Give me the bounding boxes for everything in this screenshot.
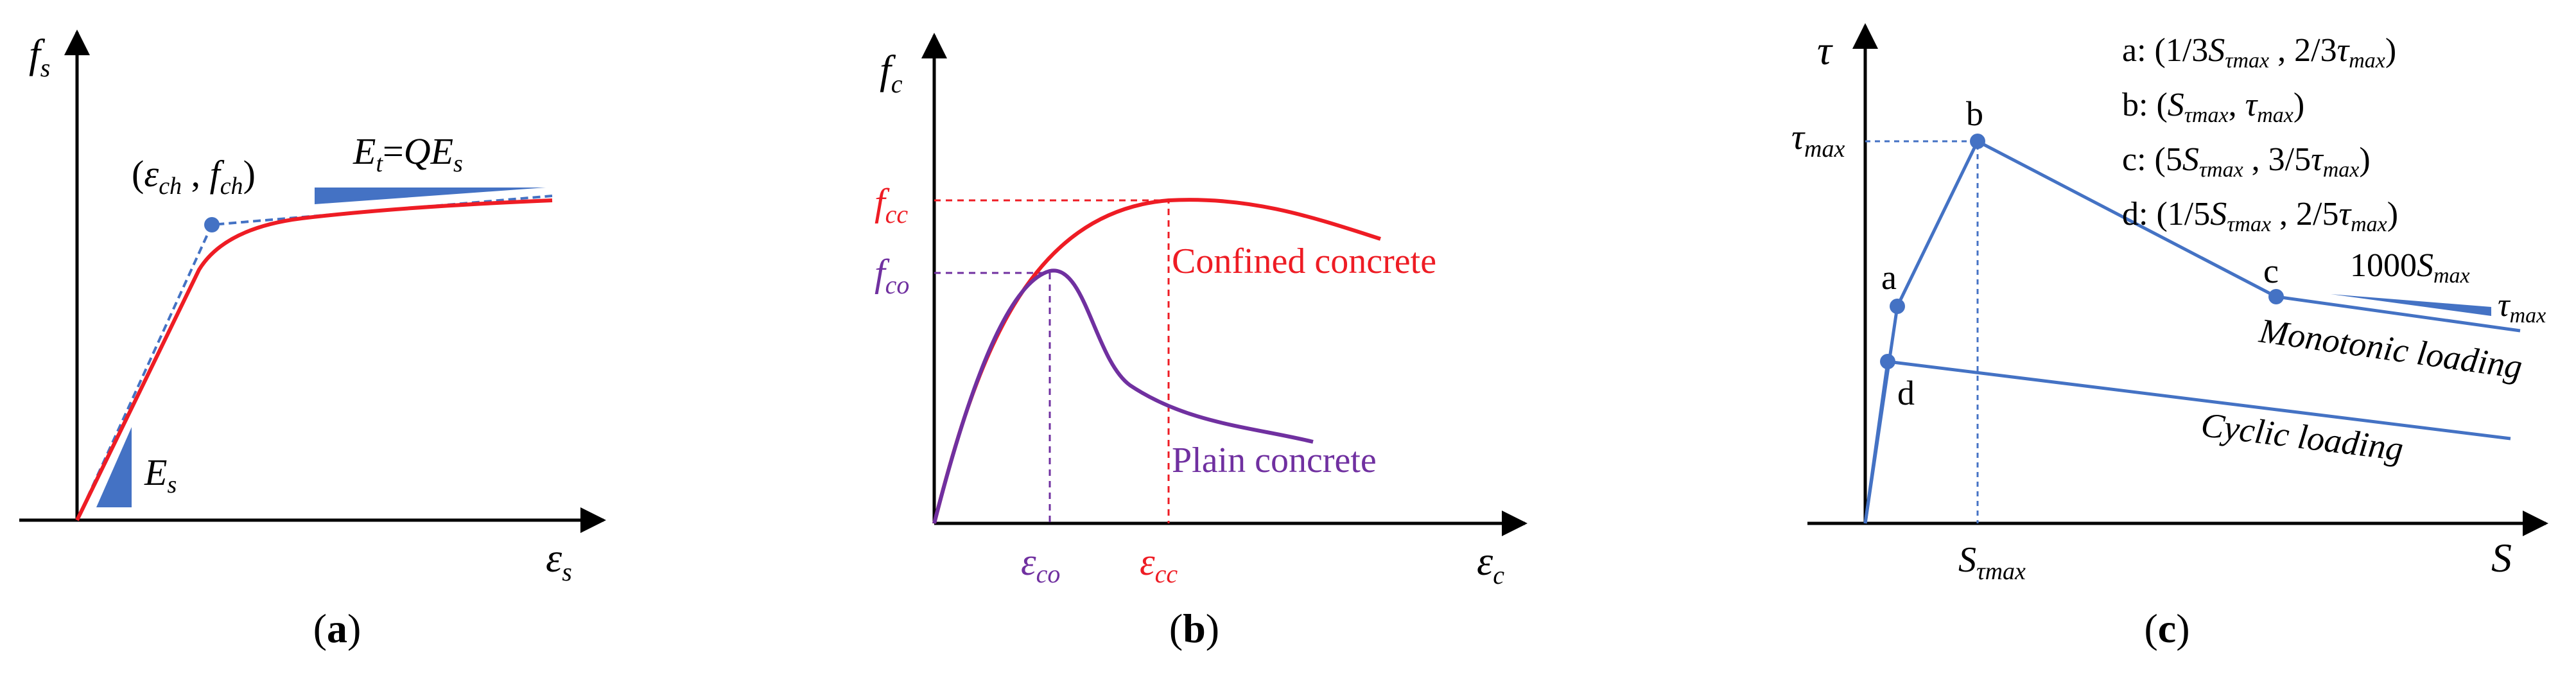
legend-d: d: (1/5Sτmax , 2/5τmax) — [2122, 196, 2398, 236]
panel-c-b-guide — [1865, 140, 1979, 523]
panel-a-slope-top-label: Et=QEs — [352, 130, 463, 177]
legend-c: c: (5Sτmax , 3/5τmax) — [2122, 141, 2371, 182]
panel-a-point-label: (εch , fch) — [132, 153, 256, 200]
legend-a: a: (1/3Sτmax , 2/3τmax) — [2122, 32, 2396, 73]
panel-c-point-b-label: b — [1966, 94, 1983, 133]
panel-c-slope-tau-label: τmax — [2498, 287, 2546, 328]
panel-b-eco-label: εco — [1021, 541, 1060, 588]
panel-c-caption: (c) — [2144, 606, 2189, 651]
panel-c-point-a — [1890, 299, 1905, 314]
panel-b-plain-label: Plain concrete — [1172, 441, 1377, 480]
panel-b-fcc-guide — [934, 199, 1170, 523]
panel-c-point-c-label: c — [2263, 252, 2279, 290]
panel-c-cyclic-line — [1863, 360, 2511, 524]
panel-b: fc εc fcc fco εco εcc Confined concrete … — [875, 33, 1527, 651]
panel-c-y-label: τ — [1817, 28, 1833, 73]
panel-a-x-label: εs — [546, 535, 572, 586]
panel-c-s-tau-max-label: Sτmax — [1958, 540, 2026, 585]
panel-a: fs εs (εch , fch) Et=QEs Es (a) — [19, 30, 606, 651]
panel-b-fco-label: fco — [875, 252, 909, 299]
panel-b-confined-label: Confined concrete — [1172, 241, 1436, 281]
panel-c: τ S a b c d τmax Sτmax a: (1/3Sτmax , 2/… — [1791, 23, 2548, 651]
panel-c-point-d-label: d — [1897, 374, 1915, 412]
panel-c-point-b — [1970, 134, 1985, 149]
panel-b-caption: (b) — [1169, 606, 1219, 651]
panel-b-ecc-label: εcc — [1140, 541, 1178, 588]
panel-b-y-label: fc — [880, 47, 903, 98]
panel-c-point-c — [2268, 289, 2284, 304]
panel-b-fcc-label: fcc — [875, 181, 908, 229]
panel-a-slope-bottom-label: Es — [144, 451, 177, 498]
panel-a-caption: (a) — [313, 606, 361, 651]
panel-c-x-label: S — [2491, 535, 2512, 581]
panel-a-slope-wedge-top — [315, 188, 546, 204]
legend-b: b: (Sτmax, τmax) — [2122, 87, 2304, 127]
panel-c-tau-max-label: τmax — [1791, 118, 1845, 162]
panel-c-legend: a: (1/3Sτmax , 2/3τmax) b: (Sτmax, τmax)… — [2122, 32, 2398, 236]
panel-c-slope-num-label: 1000Smax — [2350, 247, 2470, 288]
panel-c-cyclic-label: Cyclic loading — [2199, 405, 2405, 468]
panel-c-slope-wedge — [2331, 294, 2491, 316]
panel-b-x-label: εc — [1477, 538, 1504, 590]
panel-a-yield-point — [204, 217, 220, 232]
panel-a-y-label: fs — [29, 31, 50, 82]
panel-b-plain-curve — [932, 268, 1314, 524]
panel-a-slope-triangle-bottom — [96, 427, 132, 507]
panel-a-steel-curve — [75, 198, 553, 521]
panel-c-monotonic-label: Monotonic loading — [2256, 311, 2525, 386]
panel-c-point-d — [1880, 354, 1895, 369]
panel-b-fco-guide — [934, 272, 1051, 523]
panel-c-point-a-label: a — [1881, 258, 1897, 297]
